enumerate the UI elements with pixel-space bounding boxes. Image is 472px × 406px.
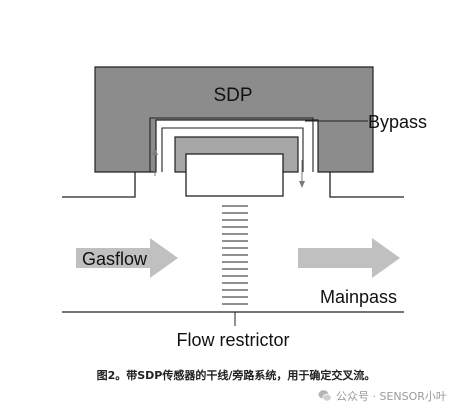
figure-caption: 图2。带SDP传感器的干线/旁路系统，用于确定交叉流。	[96, 369, 376, 382]
bypass-label: Bypass	[368, 112, 427, 132]
watermark: 公众号 · SENSOR小叶	[318, 388, 447, 404]
pipe-top-wall-left	[62, 172, 136, 198]
bypass-channel	[149, 117, 314, 172]
bypass-flow-arrow-up	[152, 148, 158, 176]
sdp-label: SDP	[213, 85, 252, 106]
pipe-top-wall-right	[329, 172, 404, 198]
gasflow-label: Gasflow	[82, 249, 148, 269]
gasflow-arrow	[76, 238, 178, 278]
sdp-sensor-body	[94, 66, 374, 173]
mainpass-arrow	[298, 238, 400, 278]
flow-restrictor	[222, 205, 248, 305]
mainpass-label: Mainpass	[320, 287, 397, 307]
watermark-text: 公众号 · SENSOR小叶	[336, 390, 447, 403]
flow-restrictor-label: Flow restrictor	[176, 330, 289, 350]
bypass-channel-inner	[161, 127, 304, 172]
wechat-icon	[318, 390, 332, 402]
sensor-port	[185, 153, 284, 197]
bypass-flow-arrow-down	[299, 160, 305, 188]
